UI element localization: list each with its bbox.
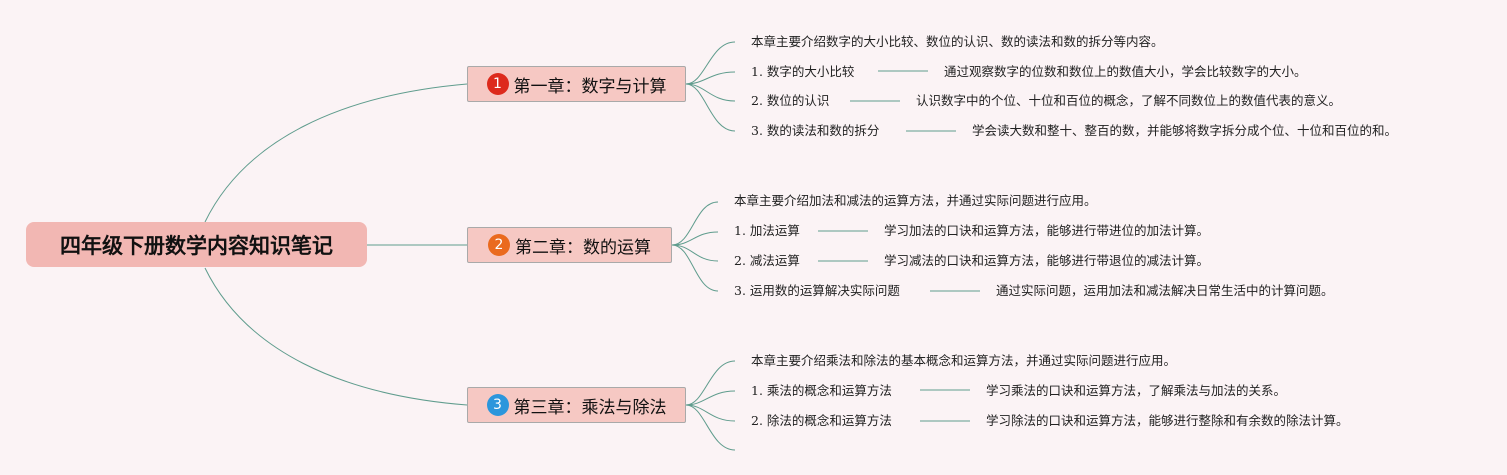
chapter-2-intro: 本章主要介绍加法和减法的运算方法，并通过实际问题进行应用。 — [734, 193, 1097, 208]
number-2-icon: 2 — [488, 234, 510, 256]
chapter-3-topic-2: 2. 除法的概念和运算方法 — [751, 413, 892, 428]
link-root-ch1 — [204, 83, 468, 223]
chapter-1-intro: 本章主要介绍数字的大小比较、数位的认识、数的读法和数的拆分等内容。 — [751, 34, 1164, 49]
chapter-2-topic-1-desc: 学习加法的口诀和运算方法，能够进行带进位的加法计算。 — [884, 223, 1210, 238]
chapter-3-title: 第三章：乘法与除法 — [513, 397, 667, 418]
chapter-3-topic-1-desc: 学习乘法的口诀和运算方法，了解乘法与加法的关系。 — [986, 383, 1287, 398]
chapter-2-topic-3: 3. 运用数的运算解决实际问题 — [734, 283, 900, 298]
number-1-icon: 1 — [486, 73, 509, 95]
chapter-2-title: 第二章：数的运算 — [515, 237, 651, 258]
chapter-2-node[interactable]: 2 第二章：数的运算 — [467, 227, 672, 263]
chapter-2-topic-1: 1. 加法运算 — [734, 223, 800, 238]
chapter-1-node[interactable]: 1 第一章：数字与计算 — [467, 66, 686, 102]
chapter-1-topic-1: 1. 数字的大小比较 — [751, 64, 855, 79]
number-3-icon: 3 — [486, 394, 509, 416]
chapter-3-node[interactable]: 3 第三章：乘法与除法 — [467, 387, 686, 423]
chapter-1-topic-3-desc: 学会读大数和整十、整百的数，并能够将数字拆分成个位、十位和百位的和。 — [972, 123, 1398, 138]
link-root-ch3 — [204, 267, 468, 406]
chapter-2-topic-3-desc: 通过实际问题，运用加法和减法解决日常生活中的计算问题。 — [996, 283, 1334, 298]
root-title: 四年级下册数学内容知识笔记 — [60, 233, 333, 258]
chapter-1-topic-2-desc: 认识数字中的个位、十位和百位的概念，了解不同数位上的数值代表的意义。 — [916, 93, 1342, 108]
chapter-1-topic-1-desc: 通过观察数字的位数和数位上的数值大小，学会比较数字的大小。 — [944, 64, 1307, 79]
chapter-2-topic-2-desc: 学习减法的口诀和运算方法，能够进行带退位的减法计算。 — [884, 253, 1210, 268]
chapter-2-topic-2: 2. 减法运算 — [734, 253, 800, 268]
root-node[interactable]: 四年级下册数学内容知识笔记 — [26, 222, 367, 267]
chapter-3-intro: 本章主要介绍乘法和除法的基本概念和运算方法，并通过实际问题进行应用。 — [751, 353, 1177, 368]
chapter-1-topic-2: 2. 数位的认识 — [751, 93, 830, 108]
chapter-3-topic-1: 1. 乘法的概念和运算方法 — [751, 383, 892, 398]
chapter-1-title: 第一章：数字与计算 — [513, 76, 667, 97]
chapter-3-topic-2-desc: 学习除法的口诀和运算方法，能够进行整除和有余数的除法计算。 — [986, 413, 1349, 428]
chapter-1-topic-3: 3. 数的读法和数的拆分 — [751, 123, 880, 138]
